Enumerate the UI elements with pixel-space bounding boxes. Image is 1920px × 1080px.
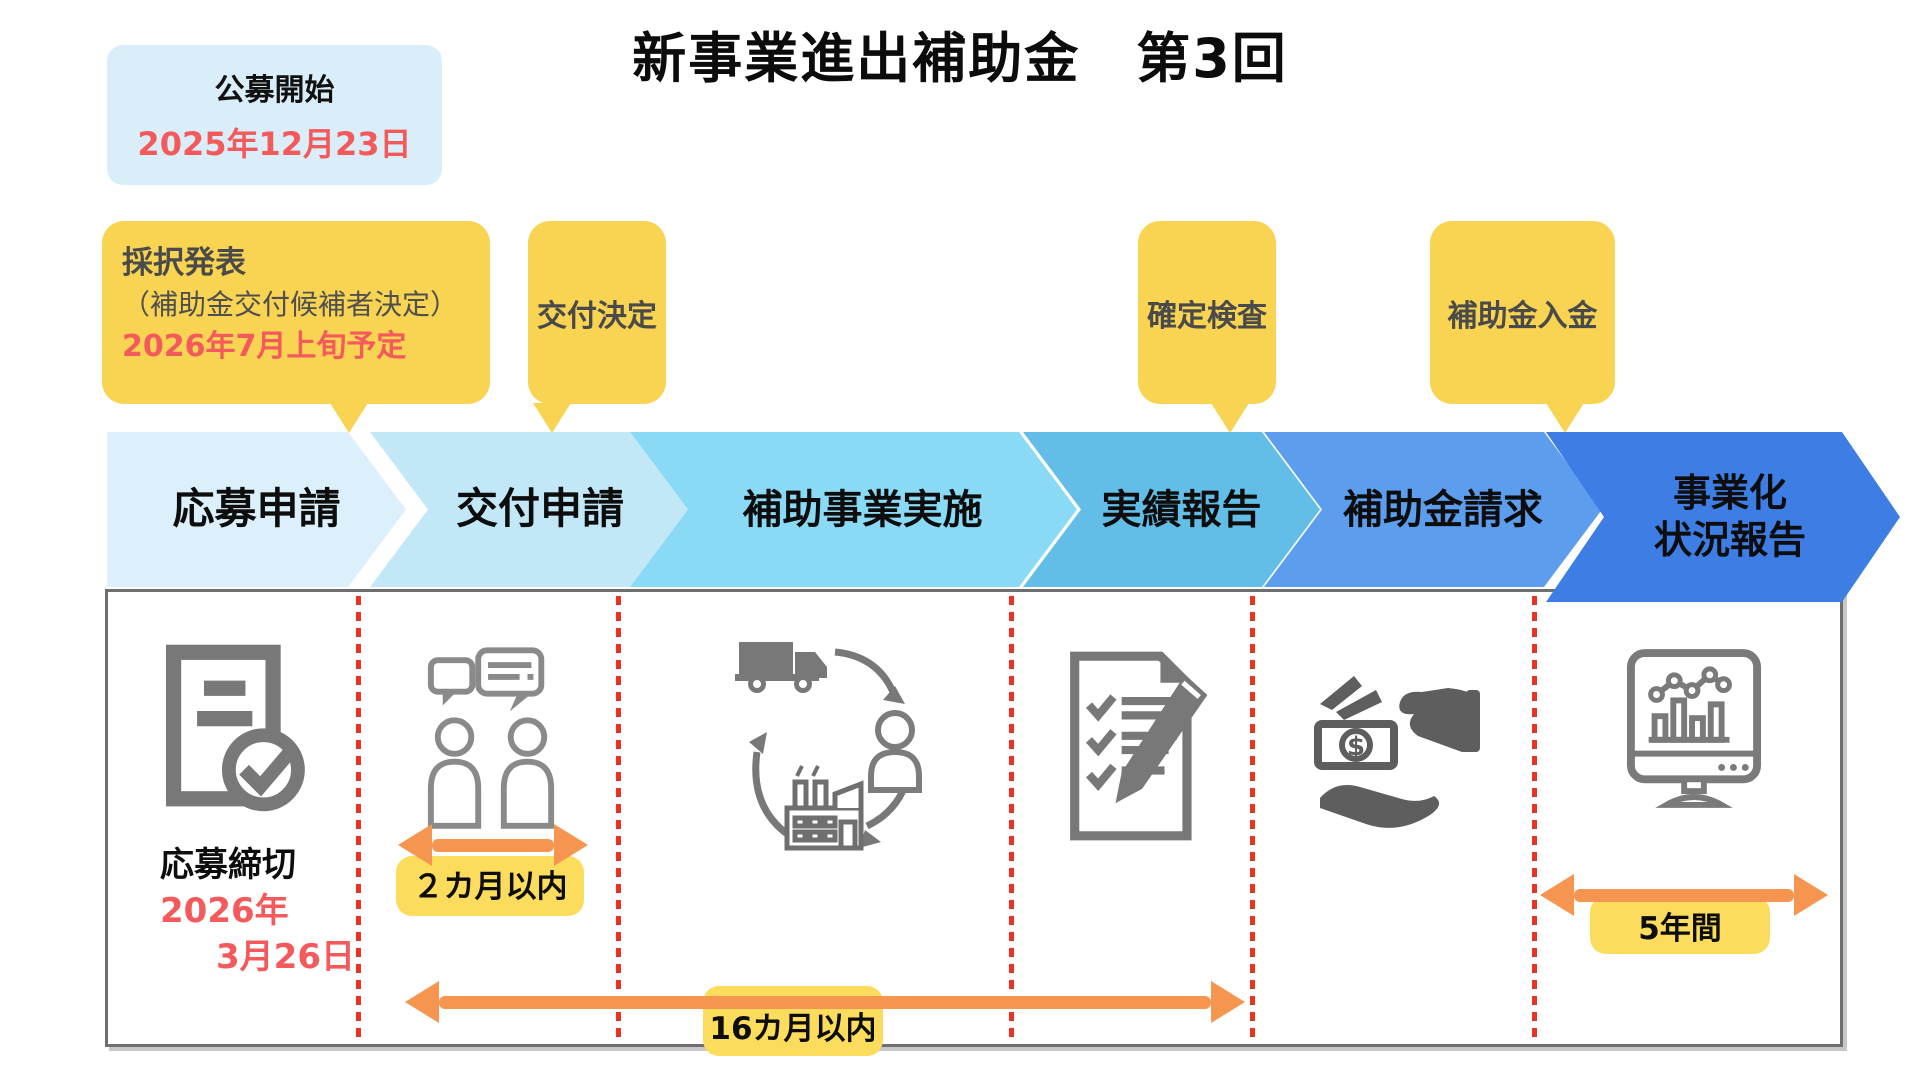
step-label: 実績報告 bbox=[1101, 486, 1262, 533]
callout-adoption: 採択発表 （補助金交付候補者決定） 2026年7月上旬予定 bbox=[102, 221, 490, 404]
column-divider-4 bbox=[1250, 596, 1255, 1042]
page-title: 新事業進出補助金 第3回 bbox=[632, 27, 1288, 90]
duration-arrow-5years bbox=[1540, 873, 1828, 917]
deadline-label: 応募締切 bbox=[160, 845, 296, 885]
arrow-bar bbox=[432, 838, 554, 852]
callout-subsidy-payment: 補助金入金 bbox=[1430, 221, 1615, 404]
flow-panel bbox=[105, 589, 1843, 1047]
step-chevron-application: 応募申請 bbox=[107, 432, 406, 587]
document-check-icon bbox=[165, 644, 305, 812]
duration-arrow-16months bbox=[405, 980, 1245, 1024]
callout-tail-grant-decision bbox=[533, 403, 571, 433]
column-divider-3 bbox=[1009, 596, 1014, 1042]
public-offering-start-box: 公募開始 2025年12月23日 bbox=[107, 45, 442, 185]
callout-grant-decision: 交付決定 bbox=[528, 221, 666, 404]
callout-tail-final-inspection bbox=[1211, 403, 1249, 433]
deadline-year: 2026年 bbox=[160, 890, 289, 931]
callout-tail-subsidy-payment bbox=[1546, 403, 1584, 433]
duration-text: 5年間 bbox=[1638, 911, 1722, 947]
checklist-pen-icon bbox=[1070, 651, 1208, 841]
step-label: 補助事業実施 bbox=[742, 486, 983, 533]
final-inspection-label: 確定検査 bbox=[1147, 298, 1267, 334]
subsidy-payment-label: 補助金入金 bbox=[1447, 298, 1598, 334]
arrow-left-head bbox=[1540, 874, 1574, 916]
callout-final-inspection: 確定検査 bbox=[1138, 221, 1276, 404]
duration-label-5years: 5年間 bbox=[1590, 896, 1770, 954]
monitor-chart-icon bbox=[1626, 649, 1762, 808]
adoption-date: 2026年7月上旬予定 bbox=[122, 329, 407, 365]
arrow-right-head bbox=[554, 824, 588, 866]
column-divider-1 bbox=[356, 596, 361, 1042]
business-cycle-icon bbox=[735, 642, 922, 851]
arrow-bar bbox=[1574, 888, 1794, 902]
adoption-subtitle: （補助金交付候補者決定） bbox=[122, 287, 459, 321]
svg-text:$: $ bbox=[1347, 732, 1365, 762]
deadline-date: 3月26日 bbox=[216, 936, 355, 977]
grant-decision-label: 交付決定 bbox=[537, 298, 657, 334]
public-offering-label: 公募開始 bbox=[214, 73, 335, 108]
arrow-right-head bbox=[1211, 981, 1245, 1023]
adoption-title: 採択発表 bbox=[122, 245, 246, 281]
step-chevron-subsidy-claim: 補助金請求 bbox=[1264, 432, 1602, 587]
step-label: 事業化 状況報告 bbox=[1653, 470, 1806, 562]
step-chevron-grant-application: 交付申請 bbox=[370, 432, 688, 587]
step-chevron-project-execution: 補助事業実施 bbox=[630, 432, 1077, 587]
money-hand-icon: $ bbox=[1314, 676, 1480, 828]
people-consult-icon bbox=[427, 647, 555, 829]
step-label: 応募申請 bbox=[172, 484, 341, 534]
callout-tail-adoption bbox=[330, 403, 368, 433]
column-divider-5 bbox=[1532, 596, 1537, 1042]
arrow-bar bbox=[439, 995, 1211, 1009]
step-label: 補助金請求 bbox=[1343, 486, 1543, 533]
step-chevron-commercialization-report: 事業化 状況報告 bbox=[1546, 432, 1900, 602]
step-label: 交付申請 bbox=[455, 484, 624, 534]
arrow-left-head bbox=[405, 981, 439, 1023]
column-divider-2 bbox=[616, 596, 621, 1042]
duration-label-2months: ２カ月以内 bbox=[396, 856, 584, 916]
arrow-left-head bbox=[398, 824, 432, 866]
duration-text: ２カ月以内 bbox=[412, 869, 568, 905]
arrow-right-head bbox=[1794, 874, 1828, 916]
duration-arrow-2months bbox=[398, 823, 588, 867]
duration-text: 16カ月以内 bbox=[709, 1011, 877, 1047]
public-offering-date: 2025年12月23日 bbox=[137, 125, 412, 163]
application-deadline: 応募締切 2026年 3月26日 bbox=[160, 843, 355, 981]
